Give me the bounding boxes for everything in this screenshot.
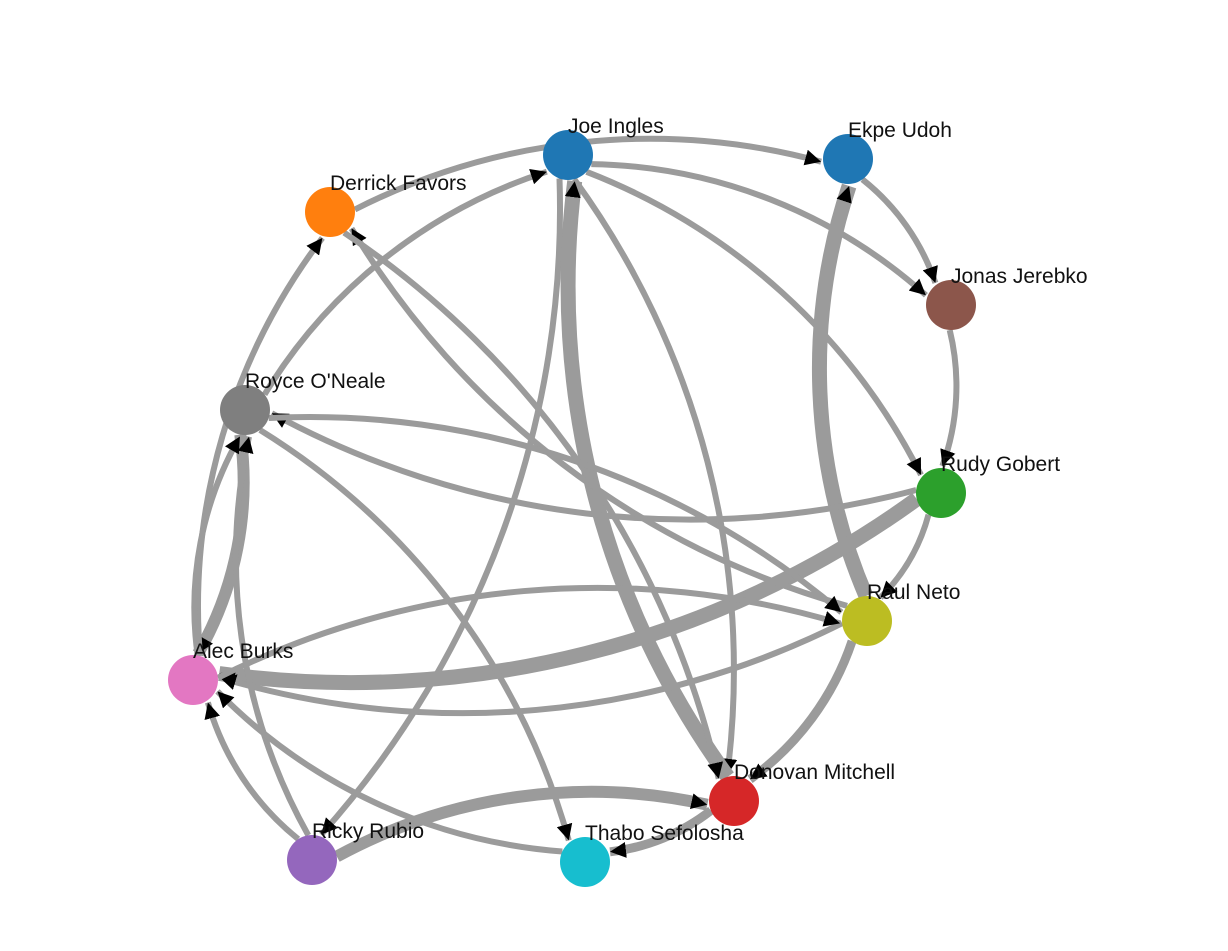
node-donovan-mitchell[interactable]	[709, 776, 759, 826]
node-royce-o-neale[interactable]	[220, 385, 270, 435]
node-label-thabo-sefolosha: Thabo Sefolosha	[585, 822, 744, 845]
edge-ricky-to-donovan	[333, 785, 709, 862]
node-ricky-rubio[interactable]	[287, 835, 337, 885]
edge-joe-to-ricky	[318, 178, 563, 837]
edge-royce-to-raul	[268, 413, 844, 615]
edge-donovan-to-joe	[560, 180, 734, 782]
edge-ricky-to-alec	[204, 701, 301, 842]
edge-joe-to-jonas	[591, 161, 928, 298]
node-jonas-jerebko[interactable]	[926, 280, 976, 330]
edge-raul-to-donovan	[747, 639, 857, 783]
edge-royce-to-thabo	[258, 427, 573, 842]
edge-raul-to-alec	[219, 620, 844, 717]
edge-joe-to-rudy	[585, 169, 924, 477]
edge-derrick-to-donovan	[342, 230, 723, 780]
edge-ekpe-to-jonas	[860, 177, 939, 284]
node-ekpe-udoh[interactable]	[823, 134, 873, 184]
edge-alec-to-derrick	[195, 236, 325, 657]
edge-ricky-to-royce	[232, 436, 311, 837]
edge-alec-to-royce	[191, 435, 243, 656]
edge-raul-to-derrick	[348, 226, 848, 609]
node-label-donovan-mitchell: Donovan Mitchell	[734, 761, 895, 784]
node-label-royce-o-neale: Royce O'Neale	[245, 370, 386, 393]
edge-donovan-to-thabo	[609, 806, 714, 858]
node-label-ricky-rubio: Ricky Rubio	[312, 820, 424, 843]
node-raul-neto[interactable]	[842, 596, 892, 646]
node-thabo-sefolosha[interactable]	[560, 837, 610, 887]
node-label-raul-neto: Raul Neto	[867, 581, 960, 604]
node-label-joe-ingles: Joe Ingles	[568, 115, 664, 138]
node-derrick-favors[interactable]	[305, 187, 355, 237]
node-label-derrick-favors: Derrick Favors	[330, 172, 467, 195]
node-alec-burks[interactable]	[168, 655, 218, 705]
edge-jonas-to-rudy	[939, 329, 960, 468]
nodes-layer	[168, 130, 976, 887]
edge-rudy-to-alec	[218, 493, 922, 691]
edge-rudy-to-royce	[270, 410, 917, 523]
edge-thabo-to-alec	[215, 689, 563, 855]
edge-alec-to-raul	[216, 584, 841, 681]
edge-royce-to-joe	[262, 168, 548, 397]
node-joe-ingles[interactable]	[543, 130, 593, 180]
edge-joe-to-donovan	[571, 177, 738, 776]
node-label-jonas-jerebko: Jonas Jerebko	[951, 265, 1088, 288]
edges-layer	[191, 135, 960, 862]
edge-rudy-to-raul	[878, 513, 932, 600]
node-label-rudy-gobert: Rudy Gobert	[941, 453, 1060, 476]
node-label-alec-burks: Alec Burks	[193, 640, 293, 663]
node-label-ekpe-udoh: Ekpe Udoh	[848, 119, 952, 142]
node-rudy-gobert[interactable]	[916, 468, 966, 518]
